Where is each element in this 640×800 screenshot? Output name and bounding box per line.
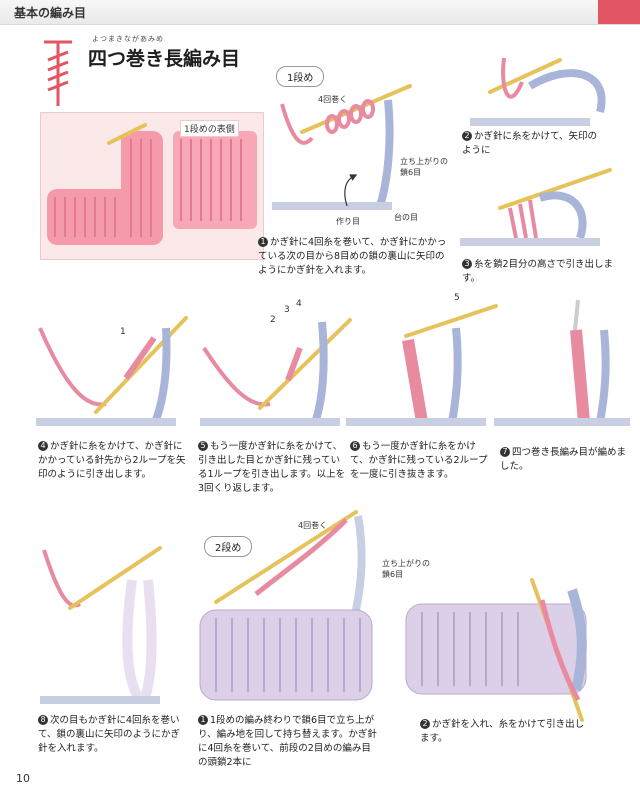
label-foundation: 作り目 [336,216,360,227]
step6-illustration: 5 [346,300,496,430]
svg-text:2: 2 [270,315,276,325]
row2-step1-illustration [196,510,392,700]
header-bar [0,0,640,25]
page-number: 10 [16,772,30,785]
label-turning-chain: 立ち上がりの鎖6目 [400,156,448,178]
row2-label-turning-chain: 立ち上がりの鎖6目 [382,558,430,580]
svg-text:3: 3 [284,305,290,315]
label-wraps: 4回巻く [318,94,347,105]
step5-illustration: 2 3 4 [200,308,350,438]
step4-illustration: 1 [36,308,186,438]
inset-label: 1段めの表側 [180,120,239,137]
stitch-symbol-icon [40,38,76,108]
step1-illustration [272,80,452,230]
svg-text:4: 4 [296,299,302,309]
step8-illustration [40,540,190,710]
svg-text:5: 5 [454,293,460,303]
step2-illustration [460,52,620,142]
row2-label-wraps: 4回巻く [298,520,327,531]
section-label: 基本の編み目 [14,4,86,21]
row2-step2-illustration [402,580,612,730]
title-ruby: よつまきながあみめ [92,34,164,44]
arrow-number-1: 1 [120,327,126,337]
header-accent [598,0,640,24]
page-title: 四つ巻き長編み目 [88,44,240,71]
step3-illustration [460,168,620,258]
step7-illustration [494,300,634,430]
label-base-stitch: 台の目 [394,212,418,223]
